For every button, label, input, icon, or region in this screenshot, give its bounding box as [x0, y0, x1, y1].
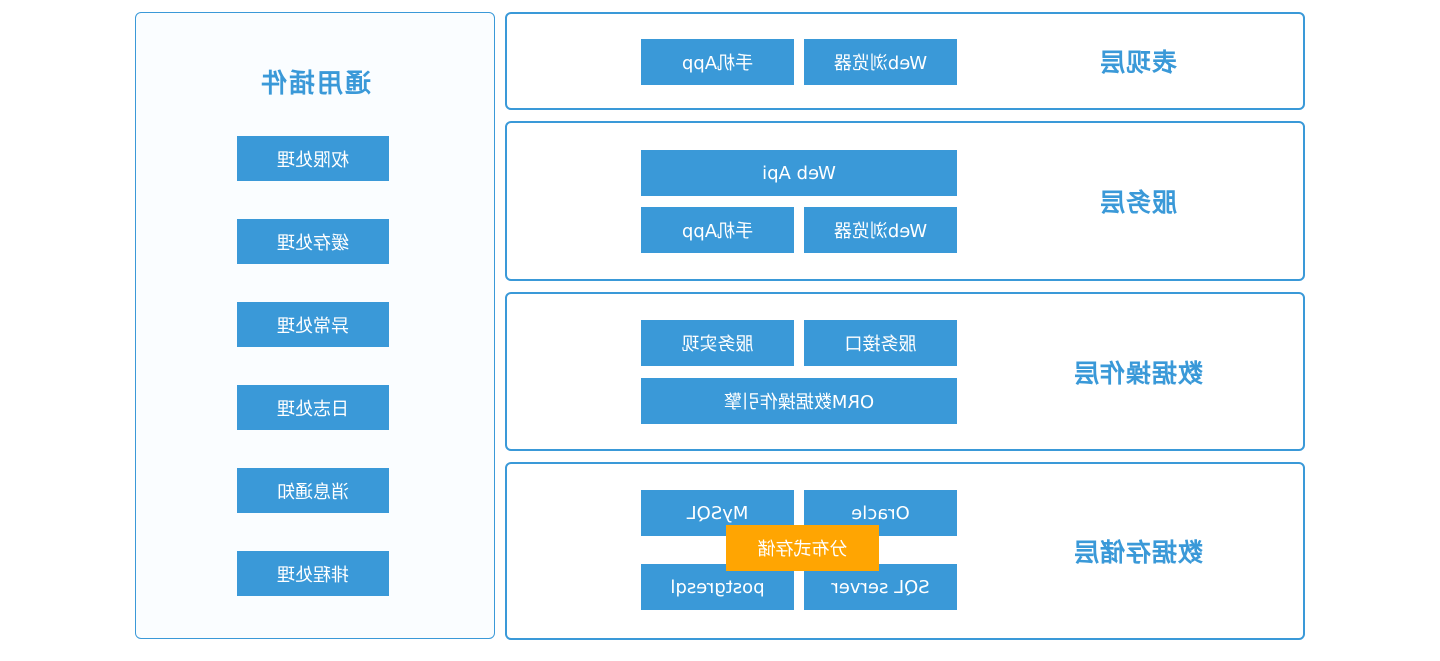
layer-data-operation-title: 数据操作层 [1073, 358, 1204, 388]
block-web-browser[interactable]: Web浏览器 [804, 207, 957, 253]
block-web-api[interactable]: Web Api [641, 150, 957, 196]
common-plugins-panel: 通用插件 权限处理 缓存处理 异常处理 日志处理 消息通知 排程处理 [135, 12, 495, 639]
block-log-handling[interactable]: 日志处理 [237, 385, 389, 430]
block-schedule-handling[interactable]: 排程处理 [237, 551, 389, 596]
common-plugins-title: 通用插件 [259, 69, 372, 99]
layer-data-storage-title: 数据存储层 [1073, 538, 1204, 567]
block-service-implementation[interactable]: 服务实现 [641, 320, 794, 366]
layer-presentation-title: 表现层 [1099, 48, 1178, 77]
block-permission-handling[interactable]: 权限处理 [237, 136, 389, 181]
block-cache-handling[interactable]: 缓存处理 [237, 219, 389, 264]
layer-service-title: 服务层 [1099, 188, 1178, 217]
block-mobile-app[interactable]: 手机App [641, 207, 794, 253]
block-orm-engine[interactable]: ORM数据操作引擎 [641, 378, 957, 424]
block-exception-handling[interactable]: 异常处理 [237, 302, 389, 347]
layer-service: 服务层 Web Api Web浏览器 手机App [505, 121, 1305, 281]
layer-data-operation: 数据操作层 服务接口 服务实现 ORM数据操作引擎 [505, 292, 1305, 451]
layer-presentation: 表现层 Web浏览器 手机App [505, 12, 1305, 110]
block-mobile-app[interactable]: 手机App [641, 39, 794, 85]
block-web-browser[interactable]: Web浏览器 [804, 39, 957, 85]
block-distributed-storage[interactable]: 分布式存储 [726, 525, 879, 571]
block-message-notification[interactable]: 消息通知 [237, 468, 389, 513]
block-service-interface[interactable]: 服务接口 [804, 320, 957, 366]
layer-data-storage: 数据存储层 Oracle MySQL 分布式存储 SQL server post… [505, 462, 1305, 640]
